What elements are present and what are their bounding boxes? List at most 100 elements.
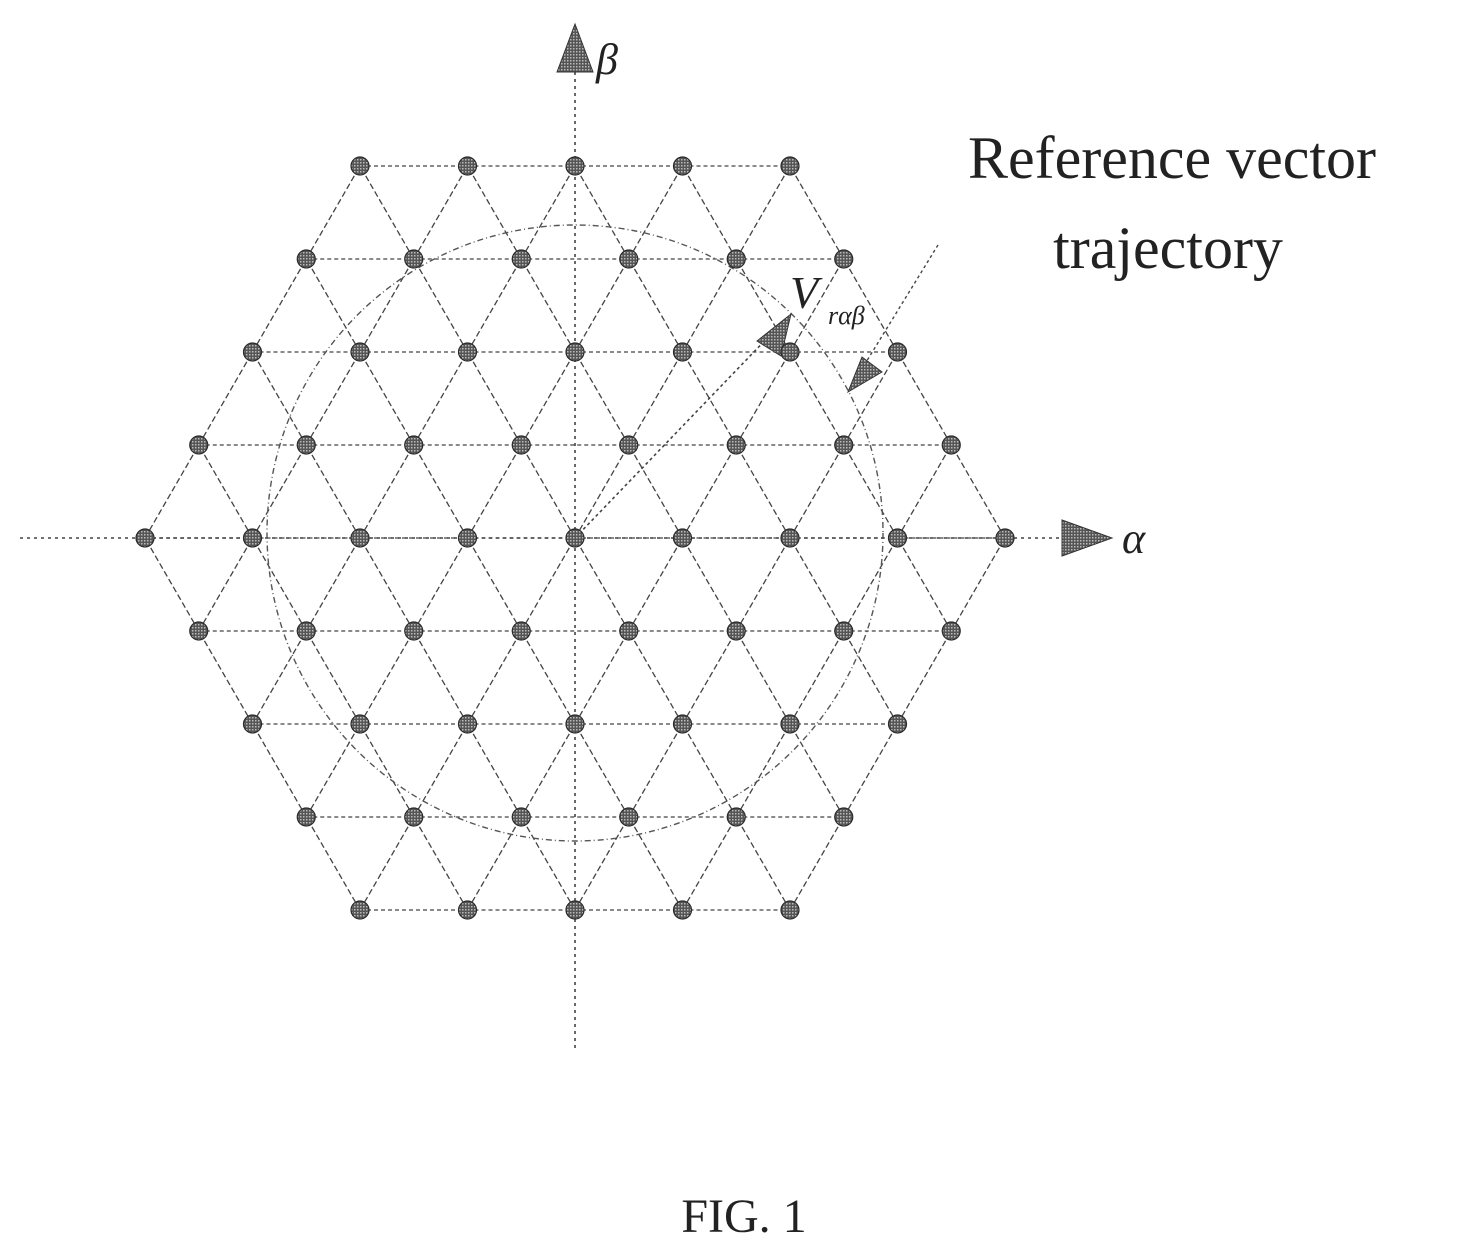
lattice-edge bbox=[683, 259, 737, 352]
lattice-edge bbox=[199, 352, 253, 445]
switching-state-vector-dot bbox=[889, 529, 907, 547]
lattice-edge bbox=[306, 259, 360, 352]
lattice-edge bbox=[790, 724, 844, 817]
switching-state-vector-dot bbox=[620, 622, 638, 640]
lattice-edge bbox=[145, 538, 199, 631]
lattice-edge bbox=[951, 445, 1005, 538]
beta-axis-label: β bbox=[595, 35, 618, 84]
lattice-edge bbox=[360, 631, 414, 724]
lattice-edge bbox=[736, 166, 790, 259]
lattice-edge bbox=[629, 445, 683, 538]
switching-state-vector-dot bbox=[674, 715, 692, 733]
lattice-edge bbox=[683, 538, 737, 631]
lattice-edge bbox=[683, 445, 737, 538]
vector-symbol: V bbox=[790, 267, 823, 318]
lattice-edge bbox=[683, 166, 737, 259]
lattice-edge bbox=[575, 538, 629, 631]
figure-caption: FIG. 1 bbox=[681, 1190, 806, 1243]
lattice-edge bbox=[306, 352, 360, 445]
switching-state-vector-dot bbox=[351, 715, 369, 733]
lattice-edge bbox=[253, 259, 307, 352]
annotation-line-2: trajectory bbox=[1053, 215, 1283, 281]
switching-state-vector-dot bbox=[297, 436, 315, 454]
switching-state-vector-dot bbox=[620, 436, 638, 454]
lattice-edge bbox=[468, 724, 522, 817]
lattice-edge bbox=[844, 631, 898, 724]
lattice-edge bbox=[683, 817, 737, 910]
lattice-edge bbox=[898, 631, 952, 724]
switching-state-vector-dot bbox=[190, 436, 208, 454]
switching-state-vector-dot bbox=[727, 808, 745, 826]
lattice-edge bbox=[790, 538, 844, 631]
switching-state-vector-dot bbox=[459, 343, 477, 361]
lattice-edge bbox=[145, 445, 199, 538]
switching-state-vector-dot bbox=[835, 250, 853, 268]
switching-state-vector-dot bbox=[351, 157, 369, 175]
lattice-edge bbox=[790, 352, 844, 445]
annotation-line-1: Reference vector bbox=[968, 125, 1376, 191]
lattice-edge bbox=[414, 724, 468, 817]
lattice-edge bbox=[521, 352, 575, 445]
lattice-edge bbox=[951, 538, 1005, 631]
lattice-edge bbox=[414, 817, 468, 910]
lattice-edge bbox=[414, 538, 468, 631]
switching-state-vector-dot bbox=[727, 622, 745, 640]
lattice-edge bbox=[790, 631, 844, 724]
switching-state-vector-dot bbox=[781, 343, 799, 361]
switching-state-vector-dot bbox=[297, 250, 315, 268]
switching-state-vector-dot bbox=[244, 343, 262, 361]
reference-vector-line bbox=[575, 330, 775, 538]
lattice-edge bbox=[360, 352, 414, 445]
lattice-edge bbox=[360, 538, 414, 631]
lattice-edge bbox=[790, 445, 844, 538]
vector-subscript: rαβ bbox=[828, 301, 865, 330]
lattice-edge bbox=[898, 445, 952, 538]
switching-state-vector-dot bbox=[297, 622, 315, 640]
lattice-edge bbox=[575, 352, 629, 445]
switching-state-vector-dot bbox=[351, 343, 369, 361]
lattice-edge bbox=[253, 538, 307, 631]
lattice-edge bbox=[898, 352, 952, 445]
lattice-edge bbox=[253, 724, 307, 817]
beta-arrow-icon bbox=[557, 24, 593, 72]
switching-state-vector-dot bbox=[405, 250, 423, 268]
lattice-edge bbox=[844, 538, 898, 631]
lattice-edge bbox=[575, 445, 629, 538]
switching-state-vector-dot bbox=[512, 808, 530, 826]
switching-state-vector-dot bbox=[512, 436, 530, 454]
lattice-edge bbox=[414, 352, 468, 445]
switching-state-vector-dot bbox=[835, 436, 853, 454]
switching-state-vector-dot bbox=[459, 529, 477, 547]
lattice-edge bbox=[629, 724, 683, 817]
switching-state-vector-dot bbox=[889, 715, 907, 733]
lattice-edge bbox=[736, 445, 790, 538]
lattice-edge bbox=[360, 166, 414, 259]
lattice-edge bbox=[306, 538, 360, 631]
lattice-edge bbox=[790, 166, 844, 259]
lattice-edge bbox=[521, 445, 575, 538]
switching-state-vector-dot bbox=[781, 529, 799, 547]
switching-state-vector-dot bbox=[674, 529, 692, 547]
switching-state-vector-dot bbox=[459, 157, 477, 175]
lattice-edge bbox=[521, 166, 575, 259]
lattice-edge bbox=[414, 445, 468, 538]
lattice-edge bbox=[736, 631, 790, 724]
switching-state-vector-dot bbox=[405, 436, 423, 454]
lattice-edge bbox=[468, 631, 522, 724]
switching-state-vector-dot bbox=[459, 715, 477, 733]
lattice-edge bbox=[575, 724, 629, 817]
lattice-edge bbox=[629, 631, 683, 724]
lattice-edge bbox=[575, 817, 629, 910]
lattice-edge bbox=[306, 445, 360, 538]
lattice-edge bbox=[629, 352, 683, 445]
lattice-edge bbox=[360, 724, 414, 817]
lattice-edge bbox=[736, 538, 790, 631]
lattice-edge bbox=[683, 631, 737, 724]
switching-state-vector-dot bbox=[244, 715, 262, 733]
lattice-edge bbox=[414, 166, 468, 259]
lattice-edge bbox=[683, 724, 737, 817]
switching-state-vector-dot bbox=[190, 622, 208, 640]
lattice-edge bbox=[575, 631, 629, 724]
switching-state-vector-dot bbox=[566, 901, 584, 919]
